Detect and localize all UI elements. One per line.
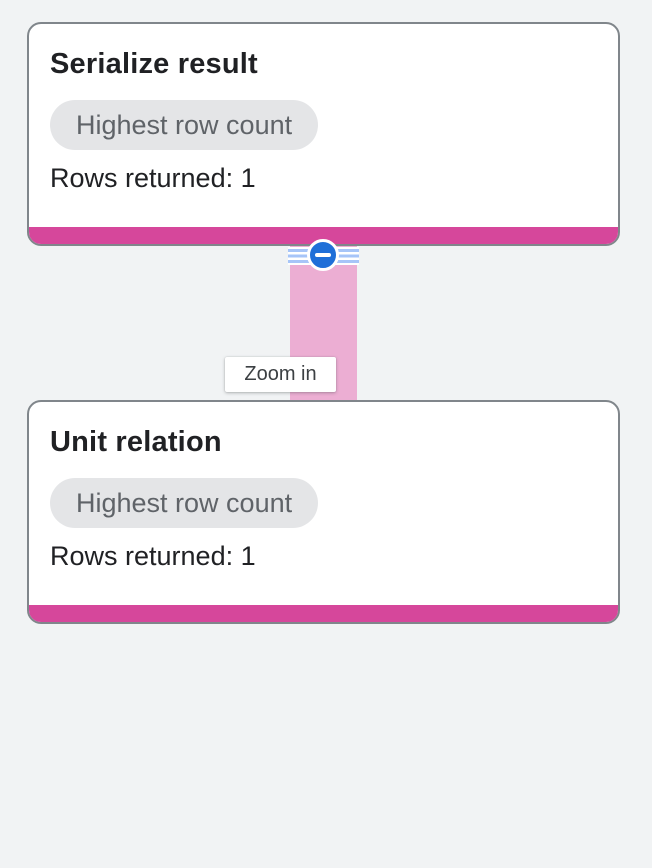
plan-node-serialize-result[interactable]: Serialize result Highest row count Rows … <box>27 22 620 246</box>
node-accent-bar <box>29 227 618 244</box>
highest-row-count-badge: Highest row count <box>50 100 319 150</box>
zoom-in-tooltip: Zoom in <box>225 357 336 392</box>
minus-circle-icon <box>315 252 331 258</box>
highest-row-count-badge: Highest row count <box>50 478 319 528</box>
node-title: Serialize result <box>50 48 258 80</box>
rows-returned-text: Rows returned: 1 <box>50 541 256 571</box>
collapse-node-button[interactable] <box>307 239 339 271</box>
plan-node-unit-relation[interactable]: Unit relation Highest row count Rows ret… <box>27 400 620 624</box>
rows-returned-text: Rows returned: 1 <box>50 163 256 193</box>
node-accent-bar <box>29 605 618 622</box>
node-title: Unit relation <box>50 426 222 458</box>
